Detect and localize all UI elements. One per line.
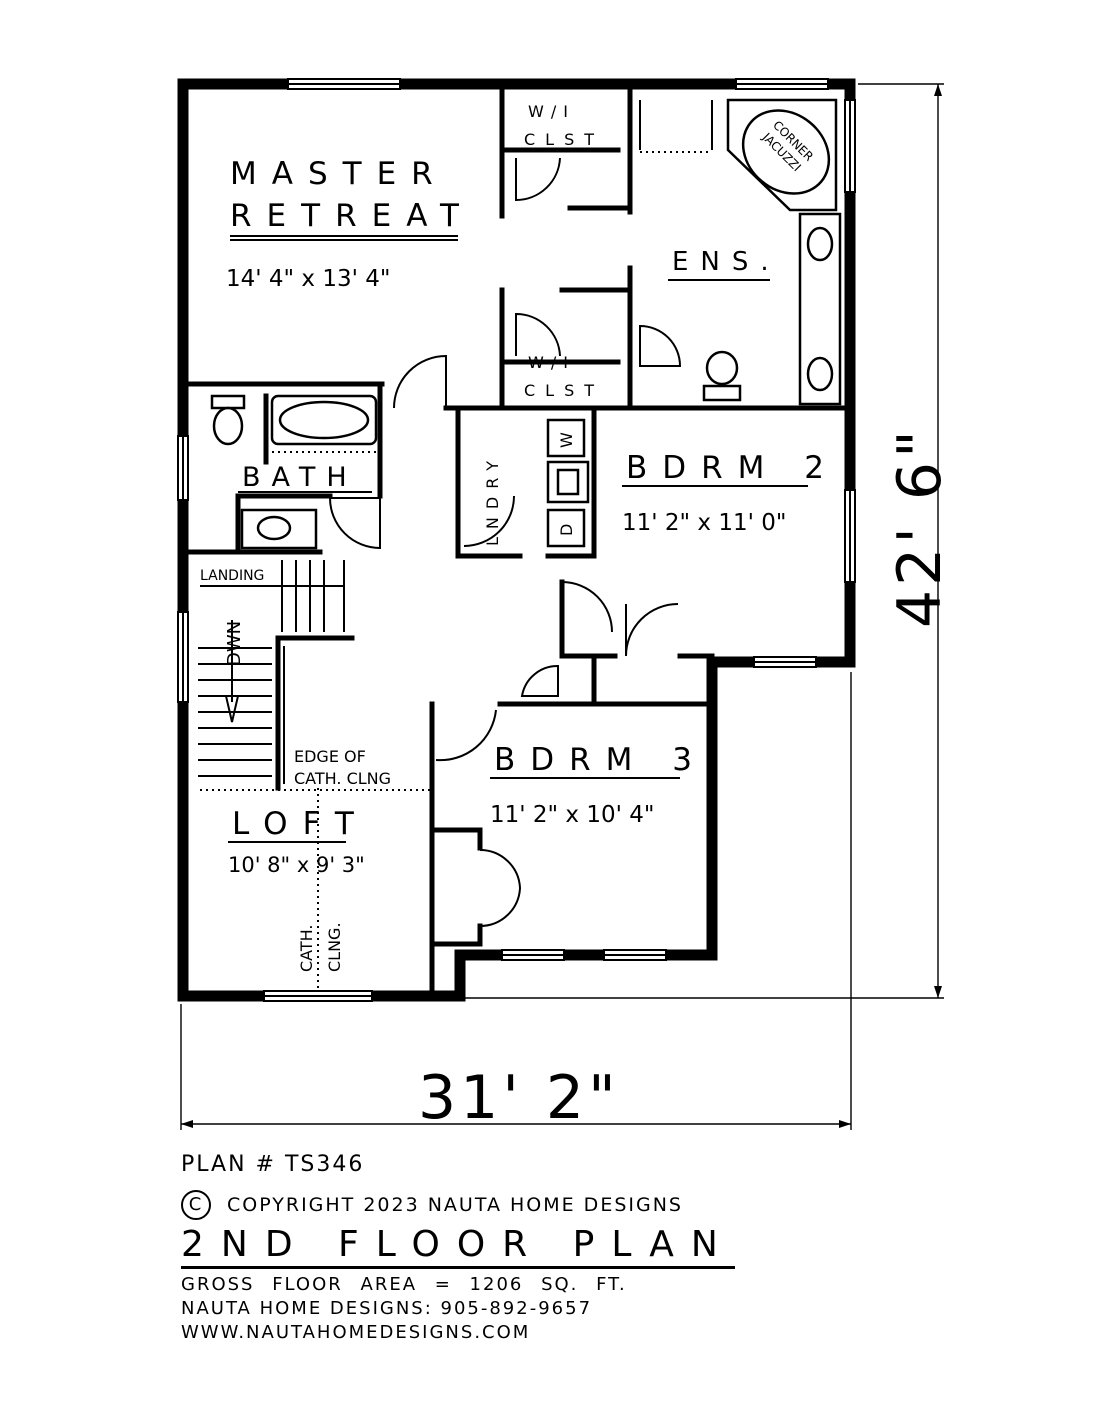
walkin-bottom-label-1: W/I — [528, 353, 575, 372]
floor-plan-title: 2ND FLOOR PLAN — [181, 1224, 735, 1269]
washer-label: W — [557, 432, 576, 448]
cathedral-edge-label-1: EDGE OF — [294, 747, 366, 766]
interior-walls — [185, 87, 847, 999]
ensuite-label: ENS. — [672, 247, 781, 277]
width-dimension: 31' 2" — [418, 1063, 620, 1133]
cathedral-ceiling-label-2: CLNG. — [325, 922, 344, 972]
laundry-label: LNDRY — [483, 453, 502, 546]
walkin-top-label-2: CLST — [524, 130, 604, 149]
bath-label: BATH — [242, 462, 358, 493]
windows — [177, 78, 856, 1002]
website: WWW.NAUTAHOMEDESIGNS.COM — [181, 1322, 531, 1343]
bedroom3-label: BDRM 3 — [494, 742, 707, 778]
contact-phone: NAUTA HOME DESIGNS: 905-892-9657 — [181, 1298, 593, 1319]
master-label-1: MASTER — [230, 156, 448, 192]
bedroom2-label: BDRM 2 — [626, 450, 839, 486]
loft-size: 10' 8" x 9' 3" — [228, 853, 365, 877]
walkin-top-label-1: W/I — [528, 102, 575, 121]
staircase — [198, 560, 345, 784]
bedroom2-size: 11' 2" x 11' 0" — [622, 510, 786, 536]
door-swings — [329, 100, 713, 928]
cathedral-ceiling-label-1: CATH. — [297, 925, 316, 972]
landing-label: LANDING — [200, 568, 264, 584]
fixtures — [210, 98, 842, 550]
depth-dimension: 42' 6" — [885, 426, 955, 628]
dimension-lines — [180, 83, 944, 1130]
stairs-down-label: DWN — [224, 621, 245, 666]
cathedral-edge-label-2: CATH. CLNG — [294, 769, 391, 788]
copyright-line: C COPYRIGHT 2023 NAUTA HOME DESIGNS — [181, 1190, 683, 1220]
copyright-icon: C — [181, 1190, 211, 1220]
walkin-bottom-label-2: CLST — [524, 381, 604, 400]
master-size: 14' 4" x 13' 4" — [226, 266, 390, 292]
loft-label: LOFT — [232, 806, 369, 842]
copyright-text: COPYRIGHT 2023 NAUTA HOME DESIGNS — [227, 1194, 683, 1216]
bedroom3-size: 11' 2" x 10' 4" — [490, 802, 654, 828]
gross-floor-area: GROSS FLOOR AREA = 1206 SQ. FT. — [181, 1274, 627, 1295]
plan-number: PLAN # TS346 — [181, 1152, 365, 1177]
dryer-label: D — [557, 524, 576, 536]
master-label-2: RETREAT — [230, 198, 474, 234]
